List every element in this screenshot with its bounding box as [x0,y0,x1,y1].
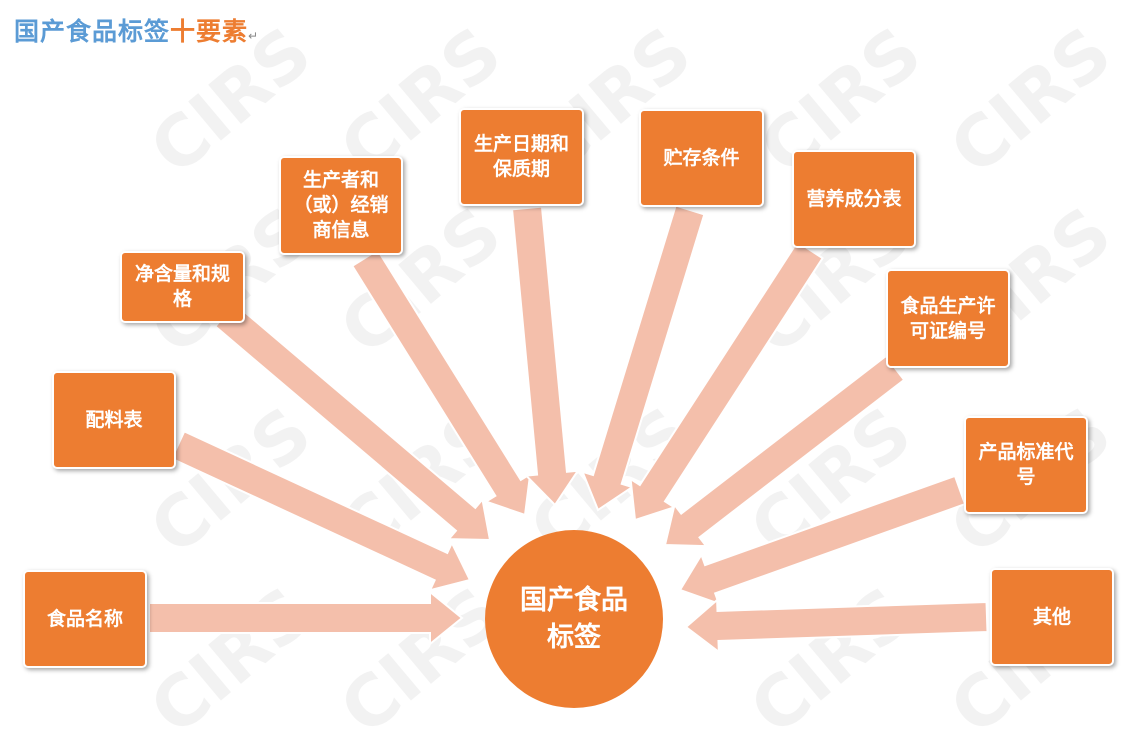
arrow-9 [678,474,967,606]
title-part2: 十要素 [170,17,249,46]
arrows [148,204,989,654]
arrow-5 [510,205,580,507]
element-box-6: 贮存条件 [639,109,764,207]
element-box-4: 生产者和（或）经销商信息 [279,156,403,255]
element-box-1: 食品名称 [23,570,147,668]
page-title: 国产食品标签十要素↵ [14,12,259,48]
element-box-8: 食品生产许可证编号 [886,269,1010,368]
arrow-7 [629,240,824,522]
arrow-6 [580,204,706,512]
center-circle: 国产食品标签 [485,530,663,708]
arrow-2 [170,430,472,592]
element-box-10: 其他 [990,568,1114,666]
element-box-5: 生产日期和保质期 [459,108,584,206]
element-box-2: 配料表 [52,371,176,469]
element-box-7: 营养成分表 [792,150,916,248]
arrow-3 [213,302,492,542]
arrow-8 [663,354,906,548]
arrow-1 [148,589,464,647]
arrow-4 [350,248,532,517]
element-box-3: 净含量和规格 [120,251,245,323]
element-box-9: 产品标准代号 [964,416,1088,514]
arrow-10 [684,597,989,654]
title-part1: 国产食品标签 [14,17,171,46]
paragraph-mark: ↵ [248,29,260,43]
